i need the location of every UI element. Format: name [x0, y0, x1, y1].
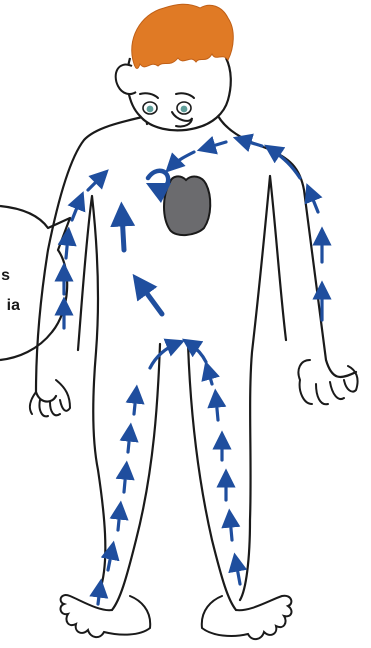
arrow-icon [148, 171, 168, 189]
arrow-icon [272, 150, 300, 178]
arrow-icon [216, 398, 218, 420]
arrow-icon [140, 284, 162, 314]
arrow-icon [230, 518, 232, 540]
arrow-icon [236, 562, 240, 584]
right-eye-iris [181, 106, 188, 113]
right-foot [202, 596, 292, 639]
arrow-icon [150, 344, 176, 368]
arrow-icon [122, 214, 124, 250]
heart-icon [164, 176, 210, 235]
left-foot [61, 595, 151, 637]
speech-bubble-text-line-2: ia [0, 298, 20, 314]
speech-bubble-text-line-1: s [0, 268, 10, 284]
arrow-icon [134, 394, 136, 414]
arrow-icon [98, 588, 100, 604]
arrow-icon [190, 344, 206, 362]
arrow-icon [172, 152, 194, 166]
left-eye-iris [147, 106, 154, 113]
arrow-icon [310, 192, 318, 212]
arrow-icon [128, 432, 130, 452]
arrow-icon [206, 142, 226, 148]
arrow-icon [124, 470, 126, 492]
arrow-icon [108, 550, 112, 570]
speech-bubble [0, 206, 70, 360]
arrow-icon [208, 370, 212, 384]
arrow-icon [88, 176, 102, 190]
arrow-icon [72, 200, 80, 220]
arrow-icon [118, 510, 120, 530]
arrow-icon [66, 236, 68, 258]
arrow-icon [242, 140, 262, 146]
